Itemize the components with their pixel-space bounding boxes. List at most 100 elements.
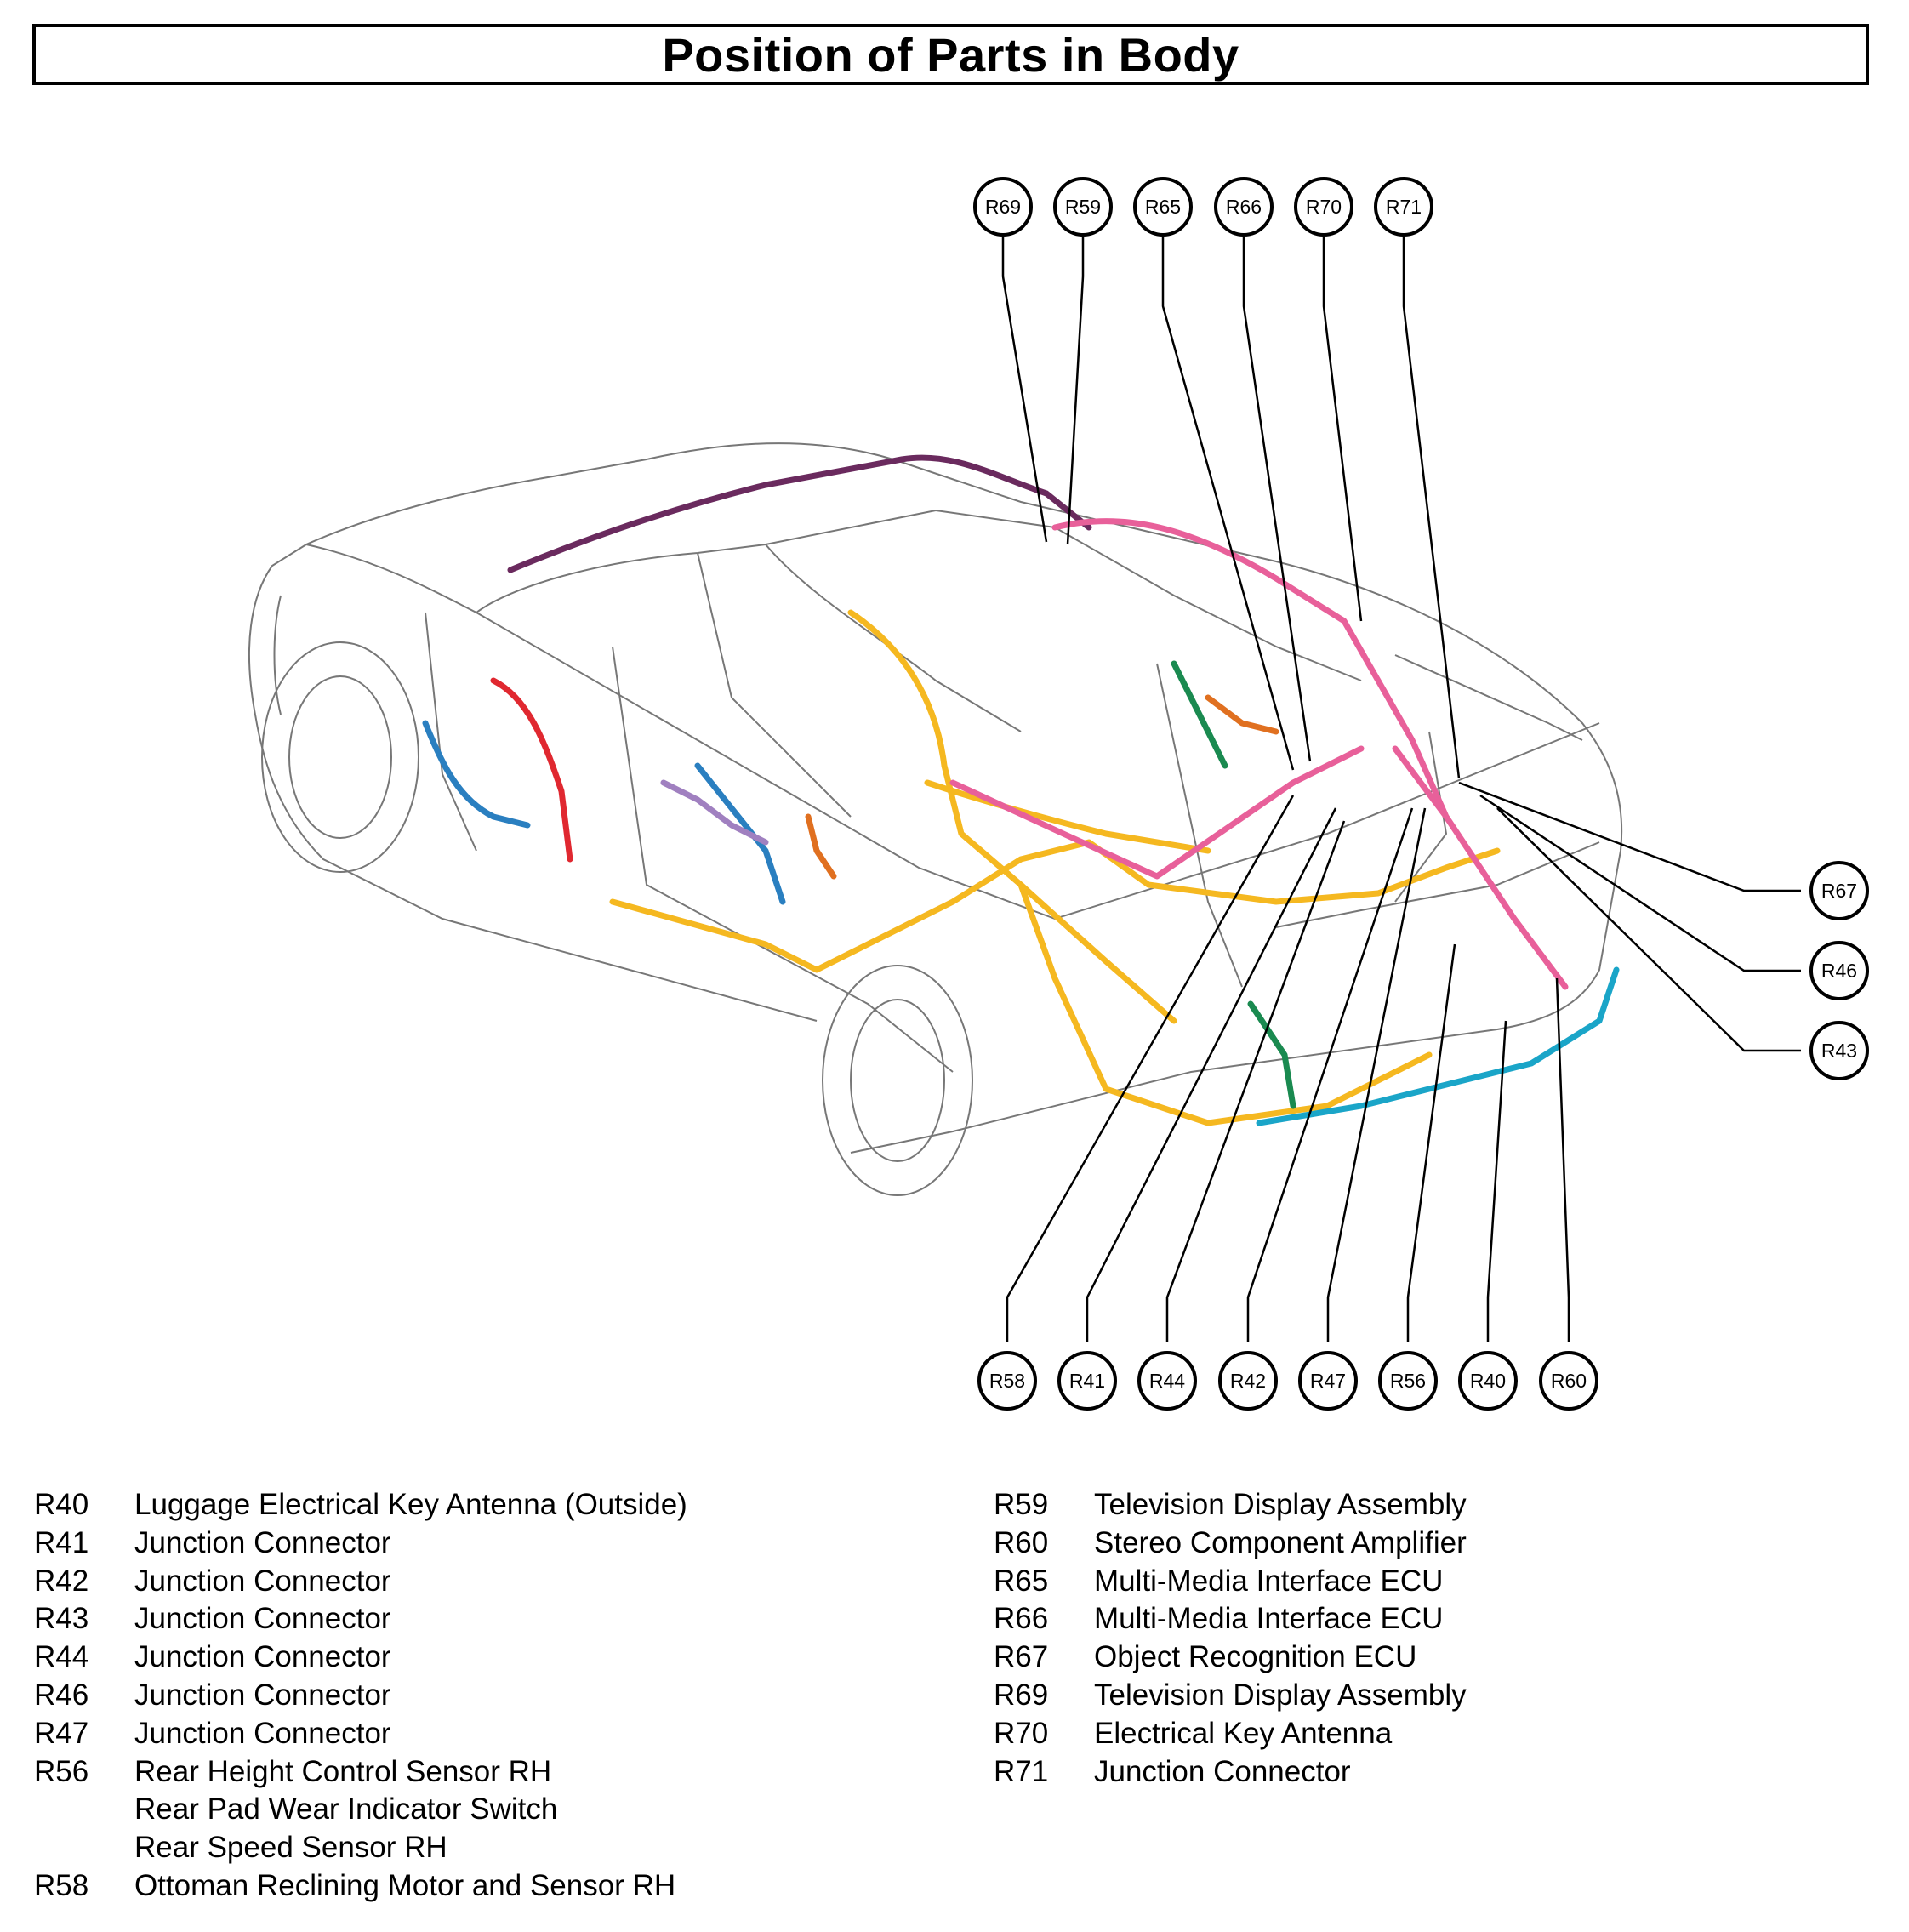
callout-r46: R46 bbox=[1809, 941, 1869, 1000]
harness-lilac bbox=[660, 779, 769, 846]
legend-row: R56 Rear Height Control Sensor RH bbox=[34, 1753, 687, 1792]
page-title: Position of Parts in Body bbox=[662, 27, 1239, 82]
legend-code: R71 bbox=[994, 1754, 1049, 1788]
harness-yellow-branch bbox=[924, 779, 1211, 1024]
callout-circle bbox=[1218, 1351, 1278, 1411]
legend-part-name: Junction Connector bbox=[134, 1564, 391, 1598]
title-box: Position of Parts in Body bbox=[32, 24, 1869, 85]
callout-r41: R41 bbox=[1057, 1351, 1117, 1411]
legend-part-name: Television Display Assembly bbox=[1094, 1678, 1467, 1712]
callout-label: R56 bbox=[1390, 1370, 1426, 1392]
harness-red bbox=[490, 677, 573, 863]
callout-r67: R67 bbox=[1809, 861, 1869, 920]
callout-r59: R59 bbox=[1053, 177, 1113, 237]
callout-r70: R70 bbox=[1294, 177, 1353, 237]
legend-part-name: Rear Speed Sensor RH bbox=[134, 1831, 447, 1865]
harness-cyan-rear bbox=[1256, 966, 1620, 1126]
callout-circle bbox=[1458, 1351, 1518, 1411]
legend-code: R46 bbox=[34, 1678, 89, 1712]
callout-r69: R69 bbox=[973, 177, 1033, 237]
legend-part-name: Junction Connector bbox=[134, 1602, 391, 1636]
legend-code: R41 bbox=[34, 1525, 89, 1559]
callout-r66: R66 bbox=[1214, 177, 1274, 237]
callout-circle bbox=[977, 1351, 1037, 1411]
callout-r40: R40 bbox=[1458, 1351, 1518, 1411]
harness-purple-roof bbox=[507, 454, 1092, 573]
legend-part-name: Multi-Media Interface ECU bbox=[1094, 1602, 1444, 1636]
legend-part-name: Ottoman Reclining Motor and Sensor RH bbox=[134, 1868, 676, 1902]
legend-row: Rear Pad Wear Indicator Switch bbox=[34, 1791, 687, 1829]
legend-part-name: Junction Connector bbox=[134, 1716, 391, 1750]
callout-r47: R47 bbox=[1298, 1351, 1358, 1411]
legend-code: R70 bbox=[994, 1716, 1049, 1750]
harness-pink bbox=[949, 518, 1569, 990]
callout-circle bbox=[1539, 1351, 1598, 1411]
callout-circle bbox=[1137, 1351, 1197, 1411]
legend-code: R67 bbox=[994, 1640, 1049, 1674]
callout-label: R43 bbox=[1821, 1040, 1857, 1062]
callout-label: R67 bbox=[1821, 880, 1857, 902]
legend-code bbox=[34, 1791, 134, 1829]
harness-yellow-center bbox=[847, 609, 1433, 1126]
callout-circle bbox=[1374, 177, 1433, 237]
legend-code: R66 bbox=[994, 1602, 1049, 1636]
wire-harness bbox=[422, 454, 1620, 1126]
callout-label: R44 bbox=[1149, 1370, 1185, 1392]
legend-row: R66 Multi-Media Interface ECU bbox=[994, 1600, 1467, 1638]
harness-green bbox=[1171, 660, 1296, 1109]
callout-r58: R58 bbox=[977, 1351, 1037, 1411]
legend-code: R69 bbox=[994, 1678, 1049, 1712]
callout-circle bbox=[973, 177, 1033, 237]
legend-part-name: Junction Connector bbox=[134, 1525, 391, 1559]
callout-label: R40 bbox=[1470, 1370, 1506, 1392]
legend-part-name: Object Recognition ECU bbox=[1094, 1640, 1417, 1674]
callout-circle bbox=[1378, 1351, 1438, 1411]
callout-r60: R60 bbox=[1539, 1351, 1598, 1411]
legend-row: R41 Junction Connector bbox=[34, 1525, 687, 1563]
legend-row: R44 Junction Connector bbox=[34, 1638, 687, 1677]
callout-label: R66 bbox=[1226, 196, 1262, 218]
legend-part-name: Junction Connector bbox=[1094, 1754, 1351, 1788]
legend-code: R40 bbox=[34, 1488, 89, 1521]
leader-lines bbox=[1001, 227, 1801, 1342]
legend-row: R70 Electrical Key Antenna bbox=[994, 1715, 1467, 1753]
callout-label: R47 bbox=[1310, 1370, 1346, 1392]
legend-code: R56 bbox=[34, 1754, 89, 1788]
car-outline bbox=[248, 442, 1623, 1196]
legend-part-name: Junction Connector bbox=[134, 1640, 391, 1674]
legend-part-name: Rear Height Control Sensor RH bbox=[134, 1754, 552, 1788]
callout-circle bbox=[1809, 941, 1869, 1000]
callout-r44: R44 bbox=[1137, 1351, 1197, 1411]
callout-r71: R71 bbox=[1374, 177, 1433, 237]
legend-row: Rear Speed Sensor RH bbox=[34, 1829, 687, 1867]
callout-label: R60 bbox=[1551, 1370, 1587, 1392]
callout-r65: R65 bbox=[1133, 177, 1193, 237]
callout-label: R46 bbox=[1821, 960, 1857, 982]
legend-part-name: Rear Pad Wear Indicator Switch bbox=[134, 1792, 558, 1827]
callout-label: R59 bbox=[1065, 196, 1101, 218]
legend-code bbox=[34, 1829, 134, 1867]
callout-circle bbox=[1214, 177, 1274, 237]
callout-circle bbox=[1298, 1351, 1358, 1411]
legend-code: R65 bbox=[994, 1564, 1049, 1598]
callout-label: R58 bbox=[989, 1370, 1025, 1392]
legend-part-name: Electrical Key Antenna bbox=[1094, 1716, 1393, 1750]
callout-circle bbox=[1053, 177, 1113, 237]
callout-r42: R42 bbox=[1218, 1351, 1278, 1411]
legend-row: R69 Television Display Assembly bbox=[994, 1677, 1467, 1715]
legend-row: R71 Junction Connector bbox=[994, 1753, 1467, 1792]
callout-label: R42 bbox=[1230, 1370, 1266, 1392]
legend-code: R44 bbox=[34, 1640, 89, 1674]
callout-label: R71 bbox=[1386, 196, 1422, 218]
